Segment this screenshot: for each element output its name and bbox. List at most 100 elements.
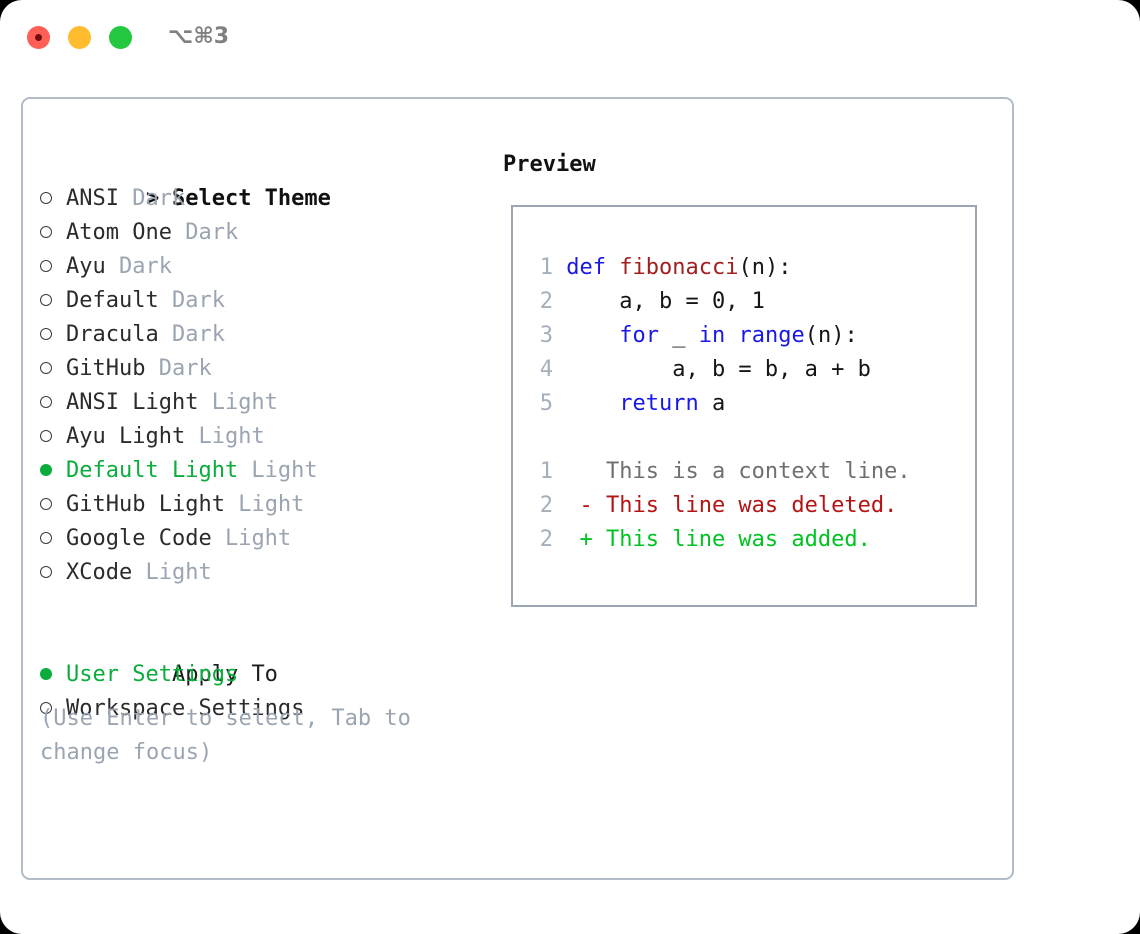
- code-gutter-space: [553, 391, 566, 416]
- theme-name-label: Atom One: [66, 220, 172, 245]
- code-token: a, b = b, a + b: [566, 357, 871, 382]
- code-token: in: [698, 323, 726, 348]
- code-token: fibonacci: [619, 255, 739, 280]
- line-number: 4: [539, 357, 553, 382]
- theme-list-item[interactable]: ANSI Dark: [40, 182, 480, 216]
- code-token: def: [566, 255, 620, 280]
- radio-unselected-icon[interactable]: [40, 420, 66, 454]
- line-number: 1: [539, 459, 553, 484]
- radio-unselected-icon[interactable]: [40, 522, 66, 556]
- theme-name-label: Default: [66, 288, 159, 313]
- minimize-button[interactable]: [68, 26, 91, 49]
- radio-unselected-icon[interactable]: [40, 488, 66, 522]
- theme-list-item[interactable]: Atom One Dark: [40, 216, 480, 250]
- radio-dot: [40, 464, 52, 476]
- theme-list-header: > Select Theme: [40, 148, 480, 211]
- theme-name-label: Google Code: [66, 526, 212, 551]
- code-token: return: [619, 391, 699, 416]
- theme-name-label: Ayu: [66, 254, 106, 279]
- keyboard-hint-text: (Use Enter to select, Tab to change focu…: [40, 706, 425, 765]
- radio-dot: [40, 396, 52, 408]
- radio-unselected-icon[interactable]: [40, 250, 66, 284]
- apply-to-option[interactable]: Workspace Settings: [40, 692, 480, 726]
- theme-category-label: Light: [185, 424, 265, 449]
- apply-to-option-label: User Settings: [66, 662, 239, 687]
- theme-list-item[interactable]: Ayu Light Light: [40, 420, 480, 454]
- code-line: 4 a, b = b, a + b: [527, 353, 911, 387]
- theme-list-item[interactable]: Ayu Dark: [40, 250, 480, 284]
- theme-list-item[interactable]: GitHub Light Light: [40, 488, 480, 522]
- maximize-button[interactable]: [109, 26, 132, 49]
- radio-selected-icon[interactable]: [40, 454, 66, 488]
- code-diff-separator: [527, 421, 911, 455]
- theme-name-label: Dracula: [66, 322, 159, 347]
- code-token: _: [658, 323, 699, 348]
- theme-list-item[interactable]: Default Light Light: [40, 454, 480, 488]
- theme-category-label: Dark: [145, 356, 212, 381]
- radio-selected-icon[interactable]: [40, 658, 66, 692]
- theme-category-label: Dark: [158, 288, 225, 313]
- radio-dot: [40, 668, 52, 680]
- diff-text: This line was added.: [605, 527, 871, 552]
- diff-marker: +: [553, 527, 606, 552]
- theme-name-label: GitHub Light: [66, 492, 225, 517]
- diff-marker: -: [553, 493, 606, 518]
- theme-list-item[interactable]: Default Dark: [40, 284, 480, 318]
- apply-to-option-label: Workspace Settings: [66, 696, 305, 721]
- theme-category-label: Light: [224, 492, 305, 517]
- code-token: [566, 391, 619, 416]
- code-token: [566, 323, 619, 348]
- radio-unselected-icon[interactable]: [40, 386, 66, 420]
- diff-marker: [553, 459, 606, 484]
- radio-dot: [40, 226, 52, 238]
- title-bar: ⌥⌘3: [0, 0, 1140, 78]
- keyboard-shortcut-label: ⌥⌘3: [168, 24, 230, 49]
- theme-name-label: Default Light: [66, 458, 239, 483]
- code-gutter-space: [553, 323, 566, 348]
- code-gutter-space: [553, 357, 566, 382]
- radio-unselected-icon[interactable]: [40, 692, 66, 726]
- radio-unselected-icon[interactable]: [40, 556, 66, 590]
- theme-list-item[interactable]: ANSI Light Light: [40, 386, 480, 420]
- theme-category-label: Light: [238, 458, 318, 483]
- radio-dot: [40, 328, 52, 340]
- radio-unselected-icon[interactable]: [40, 182, 66, 216]
- code-token: (n):: [804, 323, 858, 348]
- theme-category-label: Light: [198, 390, 278, 415]
- radio-dot: [40, 566, 52, 578]
- theme-name-label: GitHub: [66, 356, 146, 381]
- apply-to-option[interactable]: User Settings: [40, 658, 480, 692]
- prompt-chevron-icon: >: [145, 186, 160, 211]
- theme-list-item[interactable]: XCode Light: [40, 556, 480, 590]
- radio-dot: [40, 260, 52, 272]
- theme-category-label: Dark: [171, 220, 239, 245]
- code-token: a, b = 0, 1: [566, 289, 765, 314]
- close-button[interactable]: [27, 26, 50, 49]
- page-title: Select Theme: [171, 186, 331, 211]
- radio-unselected-icon[interactable]: [40, 352, 66, 386]
- radio-unselected-icon[interactable]: [40, 216, 66, 250]
- theme-category-label: Dark: [158, 322, 225, 347]
- code-line: 3 for _ in range(n):: [527, 319, 911, 353]
- diff-line: 2 - This line was deleted.: [527, 489, 911, 523]
- radio-unselected-icon[interactable]: [40, 284, 66, 318]
- theme-list-item[interactable]: Google Code Light: [40, 522, 480, 556]
- code-token: (n):: [738, 255, 792, 280]
- diff-text: This line was deleted.: [605, 493, 898, 518]
- code-gutter-space: [553, 289, 566, 314]
- theme-name-label: ANSI Light: [66, 390, 199, 415]
- radio-unselected-icon[interactable]: [40, 318, 66, 352]
- diff-line: 2 + This line was added.: [527, 523, 911, 557]
- list-spacer: [40, 590, 480, 624]
- preview-heading: Preview: [503, 152, 596, 177]
- radio-dot: [40, 430, 52, 442]
- theme-name-label: Ayu Light: [66, 424, 186, 449]
- theme-category-label: Dark: [118, 186, 186, 211]
- theme-list-item[interactable]: GitHub Dark: [40, 352, 480, 386]
- theme-list-item[interactable]: Dracula Dark: [40, 318, 480, 352]
- code-line: 2 a, b = 0, 1: [527, 285, 911, 319]
